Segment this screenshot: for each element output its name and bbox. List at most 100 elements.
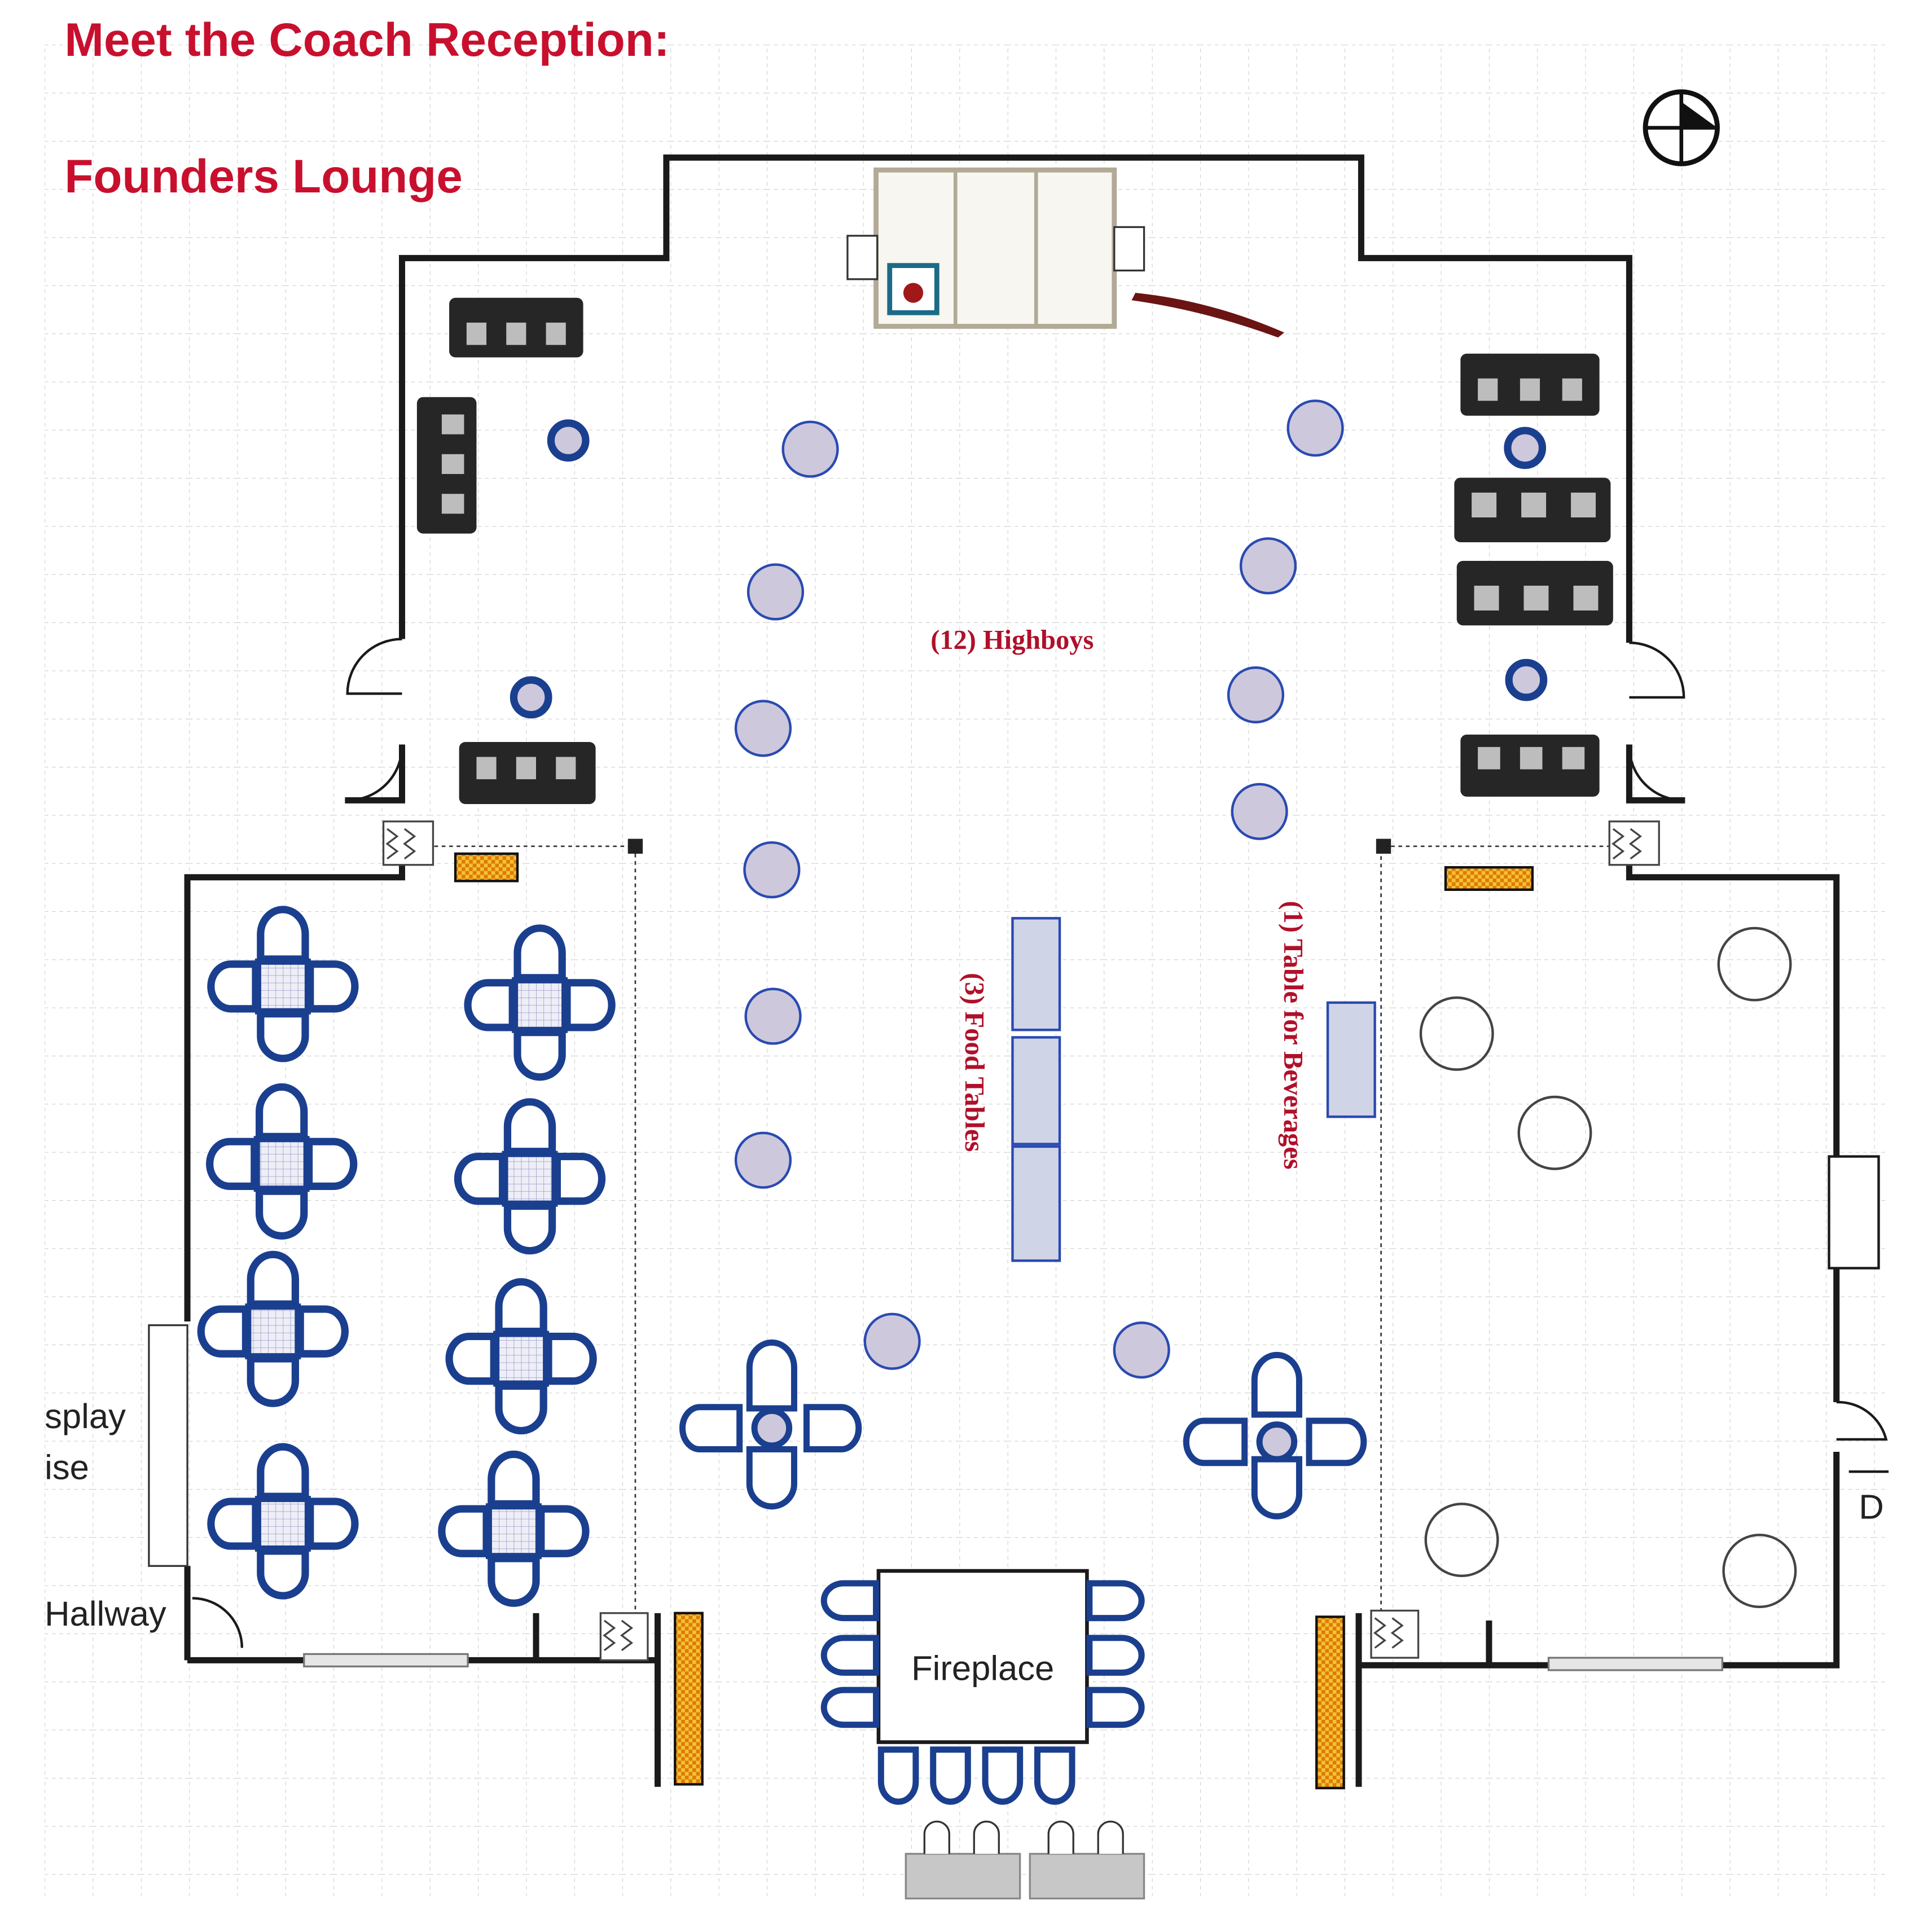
highboy-table-icon [1286, 399, 1344, 457]
side-tables [510, 419, 1548, 719]
table-with-four-chairs-icon [464, 924, 616, 1081]
lounge-table [502, 1151, 558, 1207]
sofa-icon [416, 397, 477, 534]
highboy-table-icon [1239, 537, 1297, 595]
table-with-four-chairs-icon [454, 1098, 606, 1255]
room-name: Founders Lounge [64, 150, 462, 203]
sofa-icon [1454, 477, 1611, 543]
table-with-four-chairs-icon [445, 1278, 597, 1435]
lounge-chair [306, 960, 359, 1013]
lounge-chair [296, 1305, 349, 1358]
cocktail-set [679, 1339, 862, 1510]
lounge-chair [256, 1187, 308, 1240]
lounge-chair [207, 960, 260, 1013]
lounge-table [254, 958, 311, 1015]
lounge-chair [513, 924, 566, 982]
lounge-chair [257, 1010, 309, 1062]
highboys-label: (12) Highboys [930, 625, 1094, 655]
lounge-table [493, 1331, 550, 1387]
highboy-table-icon [743, 841, 801, 899]
lounge-chair [305, 1138, 358, 1190]
doors [192, 638, 1889, 1648]
rope-lines [434, 838, 1613, 1613]
sofa-icon [1460, 353, 1600, 416]
lounge-chair [537, 1505, 590, 1557]
food-tables [1011, 917, 1061, 1262]
lounge-table [512, 977, 568, 1033]
cocktail-set [1183, 1351, 1367, 1520]
round-tables [1419, 927, 1797, 1609]
lounge-chair [503, 1098, 556, 1156]
fireplace: Fireplace [876, 1569, 1089, 1744]
highboys [734, 399, 1344, 1379]
highboy-table-icon [747, 563, 805, 621]
display-case-label: splay [45, 1397, 126, 1436]
highboy-table-icon [734, 700, 792, 757]
table-with-four-chairs-icon [206, 1083, 358, 1240]
table-with-four-chairs-icon [207, 906, 359, 1062]
table-with-four-chairs-icon [438, 1450, 590, 1607]
sofa-icon [459, 742, 596, 805]
lounge-table [485, 1503, 542, 1560]
lounge-chair [247, 1250, 299, 1308]
beverage-table [1326, 1001, 1376, 1118]
sofas [416, 297, 1613, 805]
lounge-chair [513, 1029, 566, 1081]
lounge-chair [257, 1547, 309, 1600]
fireplace-label: Fireplace [911, 1649, 1054, 1688]
display-case [148, 1324, 188, 1567]
table-with-four-chairs-icon [207, 1443, 359, 1600]
food-tables-label: (3) Food Tables [959, 973, 989, 1152]
lounge-chair [563, 979, 616, 1031]
lounge-chair [257, 1443, 309, 1500]
lounge-table [245, 1303, 301, 1360]
lounge-chair [257, 906, 309, 963]
lounge-table [254, 1496, 311, 1552]
sofa-icon [1460, 734, 1600, 797]
right-edge-label: D [1859, 1488, 1883, 1527]
fireplace-chairs [820, 1580, 1145, 1805]
lounge-chair [454, 1152, 507, 1205]
lounge-chair [306, 1498, 359, 1550]
sofa-icon [449, 297, 583, 358]
display-case-label-2: ise [45, 1448, 89, 1487]
lounge-chair [247, 1355, 299, 1407]
lounge-chair [256, 1083, 308, 1140]
lounge-chair [445, 1332, 498, 1385]
lounge-chair [207, 1498, 260, 1550]
windows [303, 1653, 1724, 1671]
projector-screen [1131, 292, 1285, 338]
highboy-table-icon [1113, 1321, 1170, 1379]
lounge-chair [438, 1505, 490, 1557]
lounge-chair [545, 1332, 597, 1385]
highboy-table-icon [1227, 666, 1285, 724]
bottom-counters [904, 1820, 1145, 1900]
beverage-table-label: (1) Table for Beverages [1278, 901, 1308, 1170]
lounge-chair [553, 1152, 606, 1205]
hallway-label: Hallway [45, 1595, 166, 1634]
lounge-chair [464, 979, 516, 1031]
lounge-chair [488, 1450, 540, 1508]
bin-icons [382, 820, 1660, 1662]
lounge-table [253, 1136, 310, 1192]
table-with-four-chairs-icon [197, 1250, 349, 1407]
lounge-chair [495, 1382, 547, 1435]
lounge-chair [488, 1555, 540, 1607]
north-arrow-icon [1643, 89, 1720, 166]
stanchions [454, 852, 1534, 1790]
lounge-chair [197, 1305, 250, 1358]
page-title: Meet the Coach Reception: [64, 13, 669, 66]
speaker-icon [846, 226, 1145, 280]
sofa-icon [1456, 560, 1613, 626]
lounge-chair [495, 1278, 547, 1336]
stage-platform [873, 167, 1117, 329]
lounge-chair [503, 1202, 556, 1255]
highboy-table-icon [734, 1131, 792, 1189]
lounge-sets [197, 906, 616, 1607]
highboy-table-icon [1231, 783, 1288, 840]
highboy-table-icon [781, 420, 839, 478]
lounge-chair [206, 1138, 258, 1190]
highboy-table-icon [744, 987, 802, 1045]
